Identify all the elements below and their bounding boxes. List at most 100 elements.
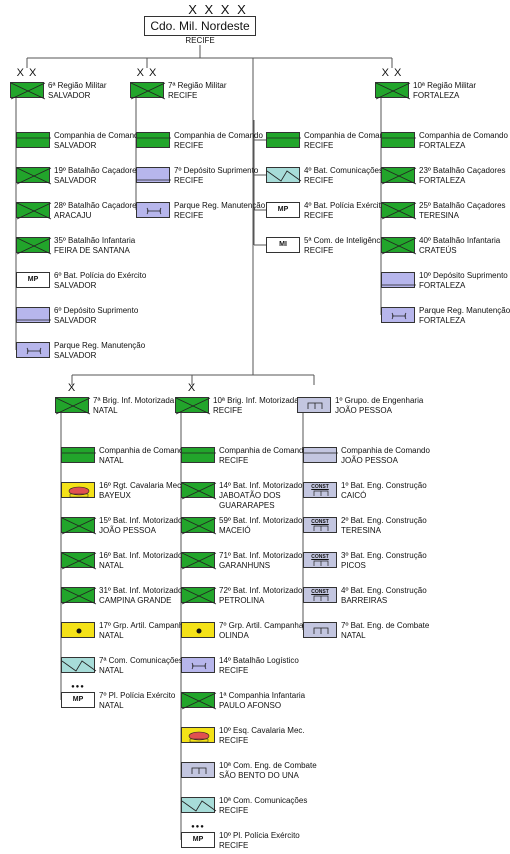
pol-unit-symbol: MP <box>181 832 215 848</box>
unit-name: 16º Bat. Inf. Motorizado <box>99 551 183 560</box>
unit-code: MP <box>277 206 289 213</box>
hq-unit-symbol <box>181 447 216 463</box>
unit-code: MP <box>192 836 204 843</box>
unit-city: RECIFE <box>219 806 249 815</box>
unit-name: 3º Bat. Eng. Construção <box>341 551 427 560</box>
unit-city: FORTALEZA <box>413 91 460 100</box>
unit-name: 35º Batalhão Infantaria <box>54 236 136 245</box>
engc-unit-symbol: CONST <box>303 482 337 498</box>
unit-name: 4º Bat. Polícia Exército <box>304 201 386 210</box>
unit-name: Companhia de Comando <box>174 131 263 140</box>
unit-city: RECIFE <box>219 666 249 675</box>
unit-city: PETROLINA <box>219 596 265 605</box>
logm-unit-symbol <box>381 307 415 323</box>
unit-city: NATAL <box>341 631 366 640</box>
cav-unit-symbol <box>181 727 215 743</box>
unit-name: Companhia de Comando <box>219 446 308 455</box>
art-unit-symbol <box>181 622 215 638</box>
unit-city: TERESINA <box>341 526 382 535</box>
unit-name: 10ª Com. Comunicações <box>219 796 308 805</box>
unit-city: FEIRA DE SANTANA <box>54 246 130 255</box>
enghq-unit-symbol <box>303 447 338 463</box>
unit-city: FORTALEZA <box>419 281 466 290</box>
unit-code: CONST <box>311 484 329 490</box>
unit-name: Parque Reg. Manutenção <box>54 341 146 350</box>
platoon-marker: ●●● <box>191 824 205 830</box>
unit-name: 59º Bat. Inf. Motorizado <box>219 516 303 525</box>
platoon-marker: ●●● <box>71 684 85 690</box>
unit-name: 14º Batalhão Logístico <box>219 656 299 665</box>
unit-city: OLINDA <box>219 631 249 640</box>
unit-name: Parque Reg. Manutenção <box>419 306 510 315</box>
unit-city: PAULO AFONSO <box>219 701 282 710</box>
unit-city: SÃO BENTO DO UNA <box>219 771 299 780</box>
unit-name: Companhia de Comando <box>419 131 508 140</box>
unit-city: NATAL <box>99 561 124 570</box>
inf-unit-symbol <box>61 587 97 605</box>
unit-name: Companhia de Comando <box>341 446 430 455</box>
unit-name: 31º Bat. Inf. Motorizado <box>99 586 183 595</box>
inf-unit-symbol <box>175 397 211 415</box>
unit-code: CONST <box>311 554 329 560</box>
unit-city: FORTALEZA <box>419 176 466 185</box>
log-unit-symbol <box>16 307 51 323</box>
echelon-marker: X X <box>381 67 403 79</box>
logm-unit-symbol <box>16 342 50 358</box>
cav-unit-symbol <box>61 482 95 498</box>
unit-city: BARREIRAS <box>341 596 388 605</box>
unit-city: RECIFE <box>213 406 243 415</box>
unit-city: NATAL <box>99 701 124 710</box>
unit-name: 1º Bat. Eng. Construção <box>341 481 427 490</box>
echelon-marker: X <box>187 382 197 394</box>
inf-unit-symbol <box>61 552 97 570</box>
inf-unit-symbol <box>130 82 166 100</box>
unit-city: JOÃO PESSOA <box>99 526 156 535</box>
engc-unit-symbol: CONST <box>303 517 337 533</box>
log-unit-symbol <box>136 167 171 183</box>
unit-city: CAMPINA GRANDE <box>99 596 172 605</box>
unit-city: TERESINA <box>419 211 460 220</box>
unit-name: 10º Esq. Cavalaria Mec. <box>219 726 305 735</box>
inf-unit-symbol <box>16 167 52 185</box>
unit-name: 19º Batalhão Caçadores <box>54 166 141 175</box>
top-command-city: RECIFE <box>185 36 215 45</box>
unit-city: PICOS <box>341 561 366 570</box>
unit-city: RECIFE <box>219 736 249 745</box>
unit-city: SALVADOR <box>54 316 97 325</box>
top-echelon-marker: X X X X <box>188 2 248 17</box>
inf-unit-symbol <box>61 517 97 535</box>
unit-name: 4º Bat. Comunicações <box>304 166 383 175</box>
unit-name: 10º Depósito Suprimento <box>419 271 508 280</box>
top-command-box: Cdo. Mil. Nordeste <box>144 16 256 36</box>
unit-city: RECIFE <box>304 176 334 185</box>
unit-name: 7ª Com. Comunicações <box>99 656 183 665</box>
unit-name: 14º Bat. Inf. Motorizado <box>219 481 303 490</box>
unit-name: 16º Rgt. Cavalaria Mec. <box>99 481 184 490</box>
unit-city: GARANHUNS <box>219 561 271 570</box>
unit-name: 2º Bat. Eng. Construção <box>341 516 427 525</box>
inf-unit-symbol <box>381 202 417 220</box>
